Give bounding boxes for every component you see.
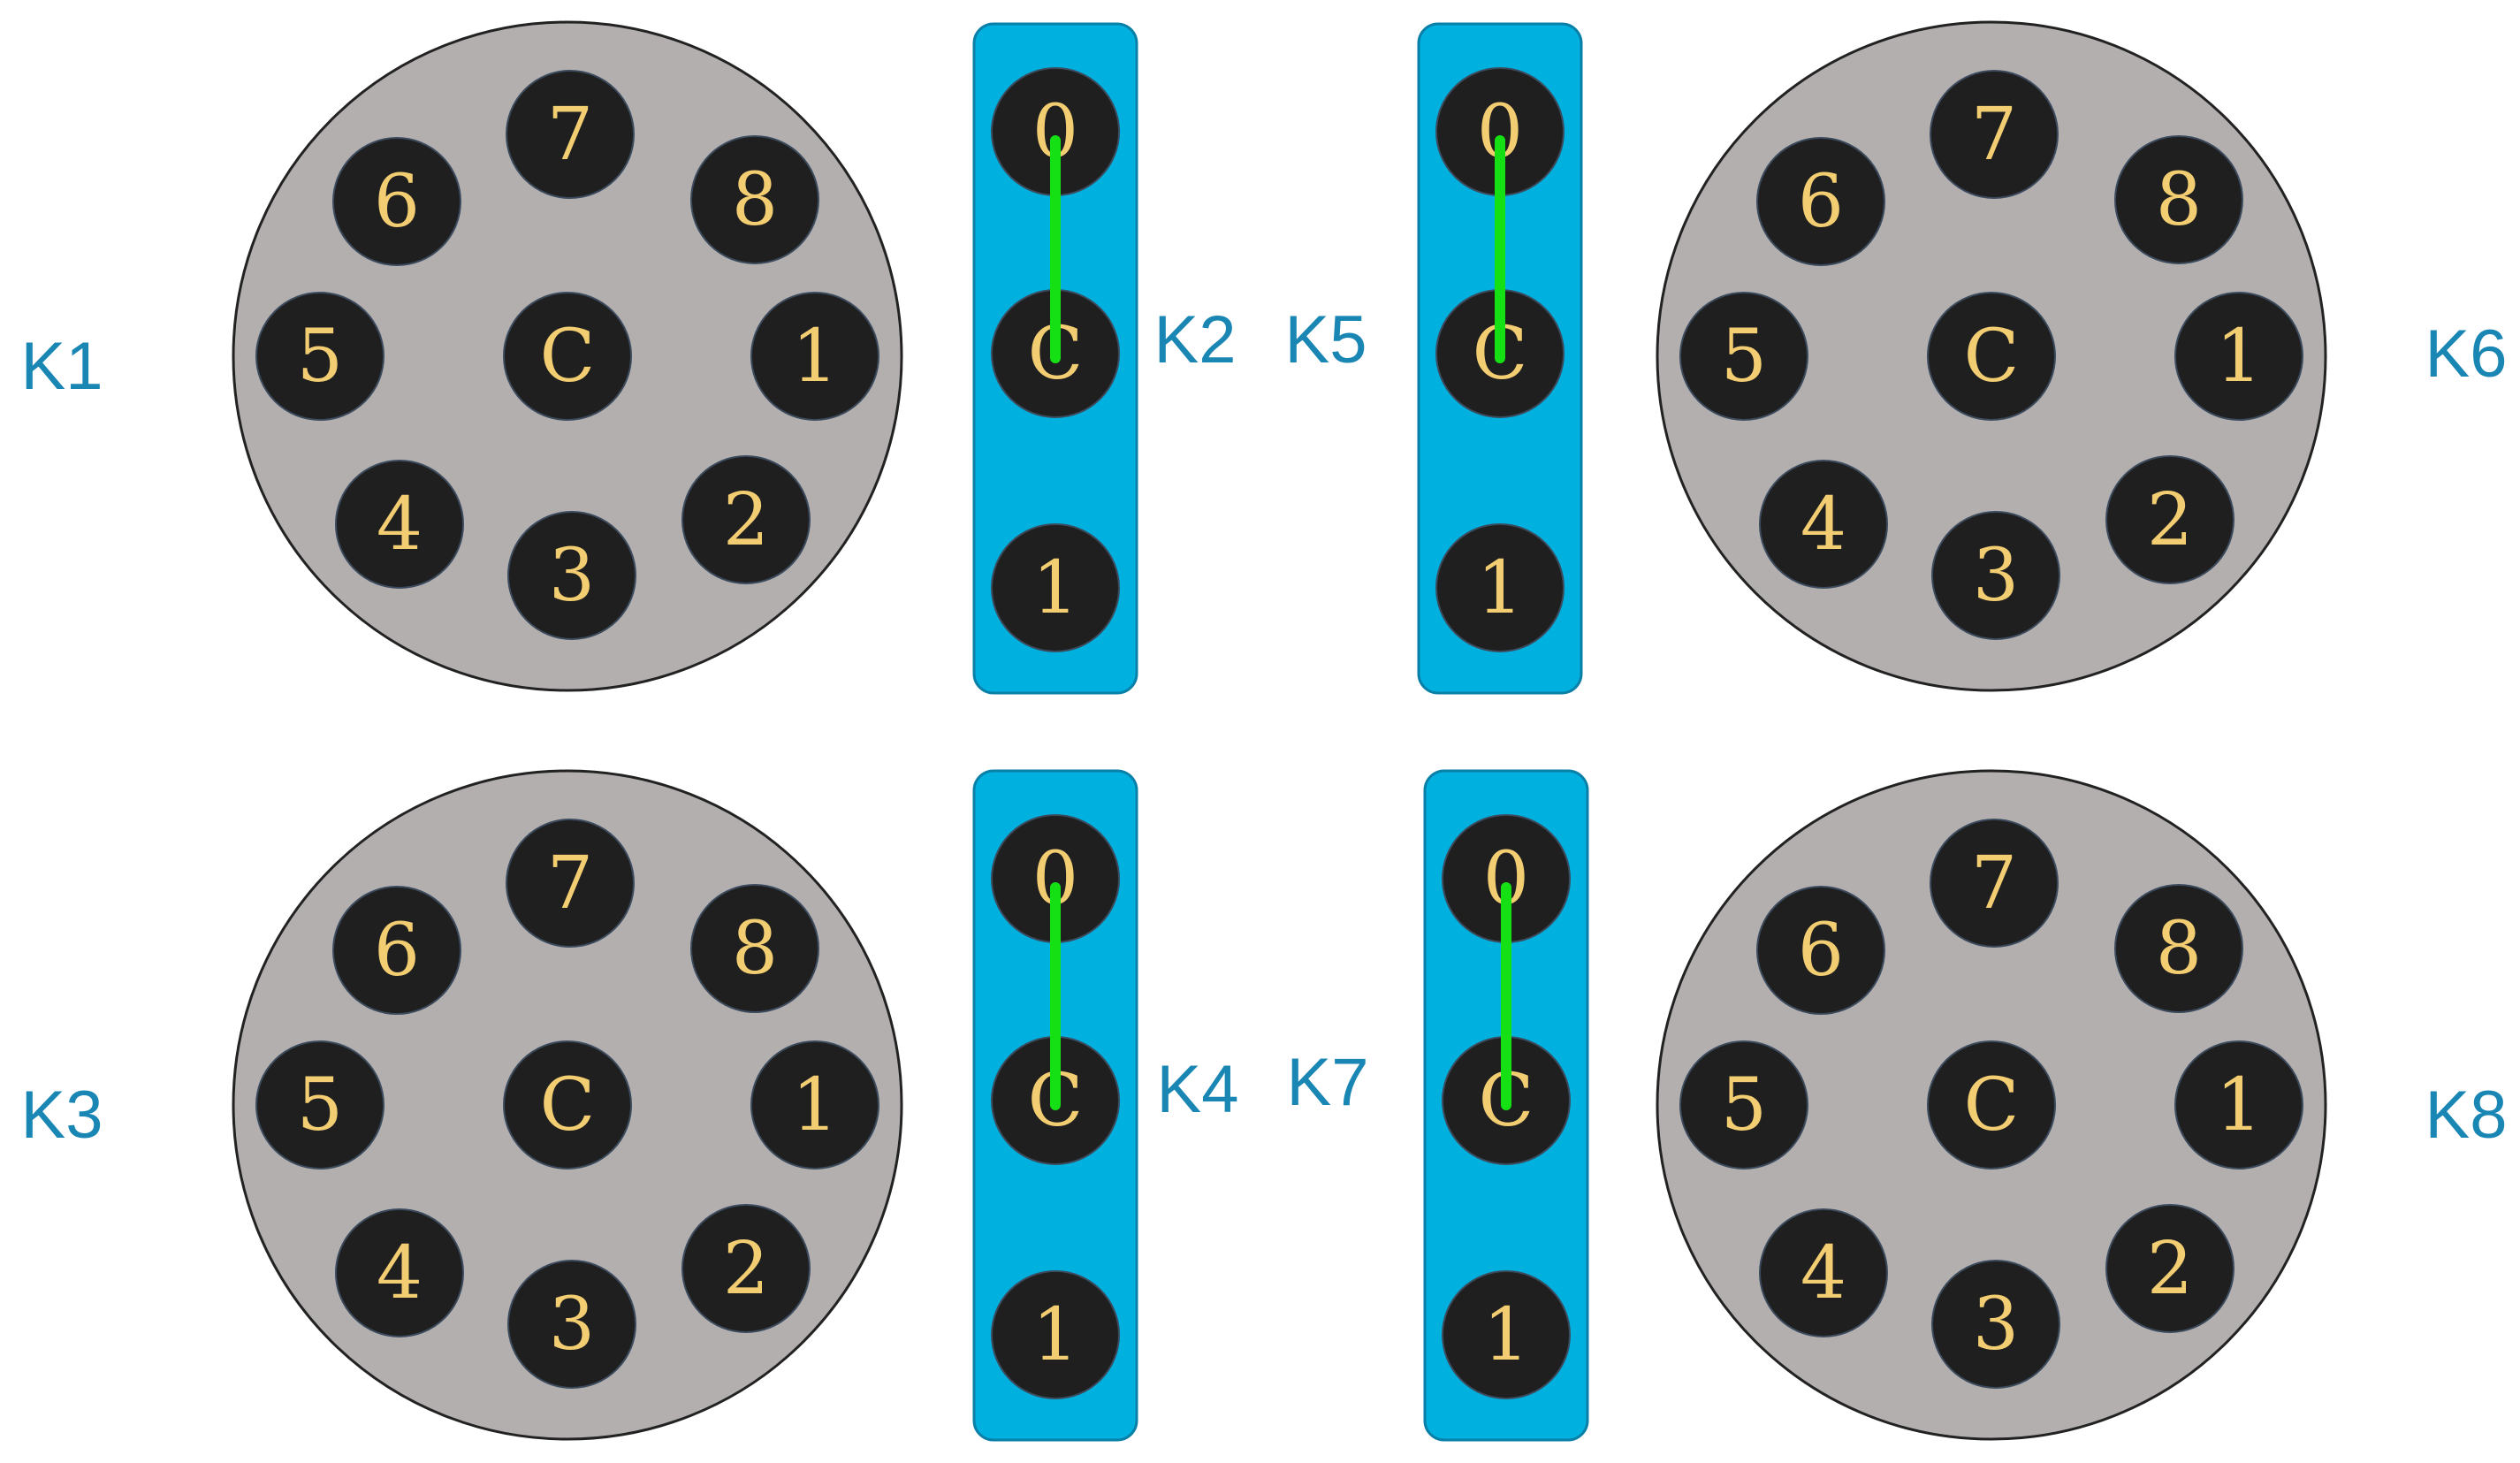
slide-switch-k5: 0C1 — [1417, 22, 1583, 695]
dial-contact-label: 8 — [732, 158, 778, 242]
dial-contact-label: 7 — [1971, 93, 2017, 177]
dial-contact-label: 5 — [297, 315, 343, 399]
dial-contact-label: 8 — [2156, 907, 2202, 991]
dial-contact — [503, 1040, 632, 1170]
dial-contact — [690, 135, 819, 264]
strip-contact — [1435, 523, 1565, 652]
strip-contact-label: 1 — [1483, 1293, 1529, 1377]
switch-label-k3: K3 — [21, 1078, 103, 1153]
dial-contact-label: 2 — [2147, 478, 2193, 562]
dial-contact — [750, 292, 879, 421]
dial-contact-label: 3 — [1973, 1283, 2019, 1367]
dial-contact-label: C — [1964, 315, 2020, 399]
strip-contact-label: 1 — [1032, 546, 1078, 630]
dial-contact — [1759, 460, 1888, 589]
dial-contact-label: 3 — [1973, 534, 2019, 618]
dial-contact — [1927, 1040, 2056, 1170]
dial-contact — [507, 511, 636, 640]
dial-contact — [690, 884, 819, 1013]
dial-contact — [1679, 292, 1808, 421]
dial-contact — [2114, 135, 2243, 264]
dial-contact-label: C — [540, 1063, 596, 1147]
dial-contact-label: 4 — [377, 1231, 423, 1315]
dial-contact-label: 6 — [374, 909, 420, 993]
dial-contact — [332, 137, 461, 266]
strip-contact — [991, 523, 1120, 652]
dial-contact-label: 4 — [1801, 483, 1846, 567]
strip-contact-label: 1 — [1477, 546, 1523, 630]
dial-contact — [2105, 1204, 2235, 1333]
dial-contact-label: C — [1964, 1063, 2020, 1147]
dial-contact — [2174, 292, 2303, 421]
dial-contact-label: 5 — [1721, 315, 1767, 399]
dial-contact — [335, 460, 464, 589]
dial-contact-label: 6 — [1798, 909, 1844, 993]
dial-contact — [503, 292, 632, 421]
switch-label-k2: K2 — [1154, 302, 1237, 377]
dial-contact — [1927, 292, 2056, 421]
switch-label-k7: K7 — [1287, 1045, 1369, 1120]
dial-contact-label: 2 — [2147, 1227, 2193, 1311]
dial-contact — [1679, 1040, 1808, 1170]
dial-contact — [506, 819, 635, 948]
dial-contact-label: 1 — [2216, 315, 2262, 399]
dial-contact — [1759, 1208, 1888, 1337]
dial-contact — [2114, 884, 2243, 1013]
dial-contact — [255, 292, 384, 421]
dial-contact — [1756, 886, 1885, 1015]
dial-contact-label: 6 — [1798, 160, 1844, 244]
dial-contact — [1756, 137, 1885, 266]
switch-label-k5: K5 — [1285, 302, 1367, 377]
dial-contact — [1931, 1260, 2060, 1389]
switch-label-k4: K4 — [1157, 1052, 1239, 1127]
switch-label-k8: K8 — [2425, 1078, 2508, 1153]
dial-contact — [1930, 819, 2059, 948]
dial-contact — [681, 1204, 811, 1333]
dial-contact-label: 6 — [374, 160, 420, 244]
strip-contact — [1442, 1270, 1571, 1399]
dial-contact — [2105, 455, 2235, 584]
slide-switch-k4: 0C1 — [972, 769, 1138, 1442]
dial-contact-label: 1 — [792, 1063, 838, 1147]
strip-contact-label: 1 — [1032, 1293, 1078, 1377]
dial-contact — [255, 1040, 384, 1170]
dial-contact-label: 7 — [547, 93, 593, 177]
dial-contact-label: 1 — [792, 315, 838, 399]
dial-contact — [506, 70, 635, 199]
dial-contact — [335, 1208, 464, 1337]
dial-contact-label: 4 — [1801, 1231, 1846, 1315]
dial-contact-label: 2 — [723, 478, 769, 562]
dial-contact — [750, 1040, 879, 1170]
dial-contact — [1931, 511, 2060, 640]
dial-contact-label: 5 — [297, 1063, 343, 1147]
dial-contact — [2174, 1040, 2303, 1170]
slide-switch-k2: 0C1 — [972, 22, 1138, 695]
dial-contact-label: 3 — [549, 1283, 595, 1367]
dial-contact — [507, 1260, 636, 1389]
dial-contact-label: C — [540, 315, 596, 399]
dial-contact-label: 5 — [1721, 1063, 1767, 1147]
dial-contact — [1930, 70, 2059, 199]
dial-contact-label: 2 — [723, 1227, 769, 1311]
slide-switch-k7: 0C1 — [1423, 769, 1589, 1442]
strip-contact — [991, 1270, 1120, 1399]
switch-label-k6: K6 — [2425, 316, 2508, 392]
dial-contact-label: 7 — [1971, 842, 2017, 926]
switch-label-k1: K1 — [21, 329, 103, 404]
dial-contact-label: 8 — [732, 907, 778, 991]
dial-contact-label: 7 — [547, 842, 593, 926]
dial-contact-label: 1 — [2216, 1063, 2262, 1147]
dial-contact — [332, 886, 461, 1015]
dial-contact — [681, 455, 811, 584]
dial-contact-label: 3 — [549, 534, 595, 618]
dial-contact-label: 8 — [2156, 158, 2202, 242]
dial-contact-label: 4 — [377, 483, 423, 567]
